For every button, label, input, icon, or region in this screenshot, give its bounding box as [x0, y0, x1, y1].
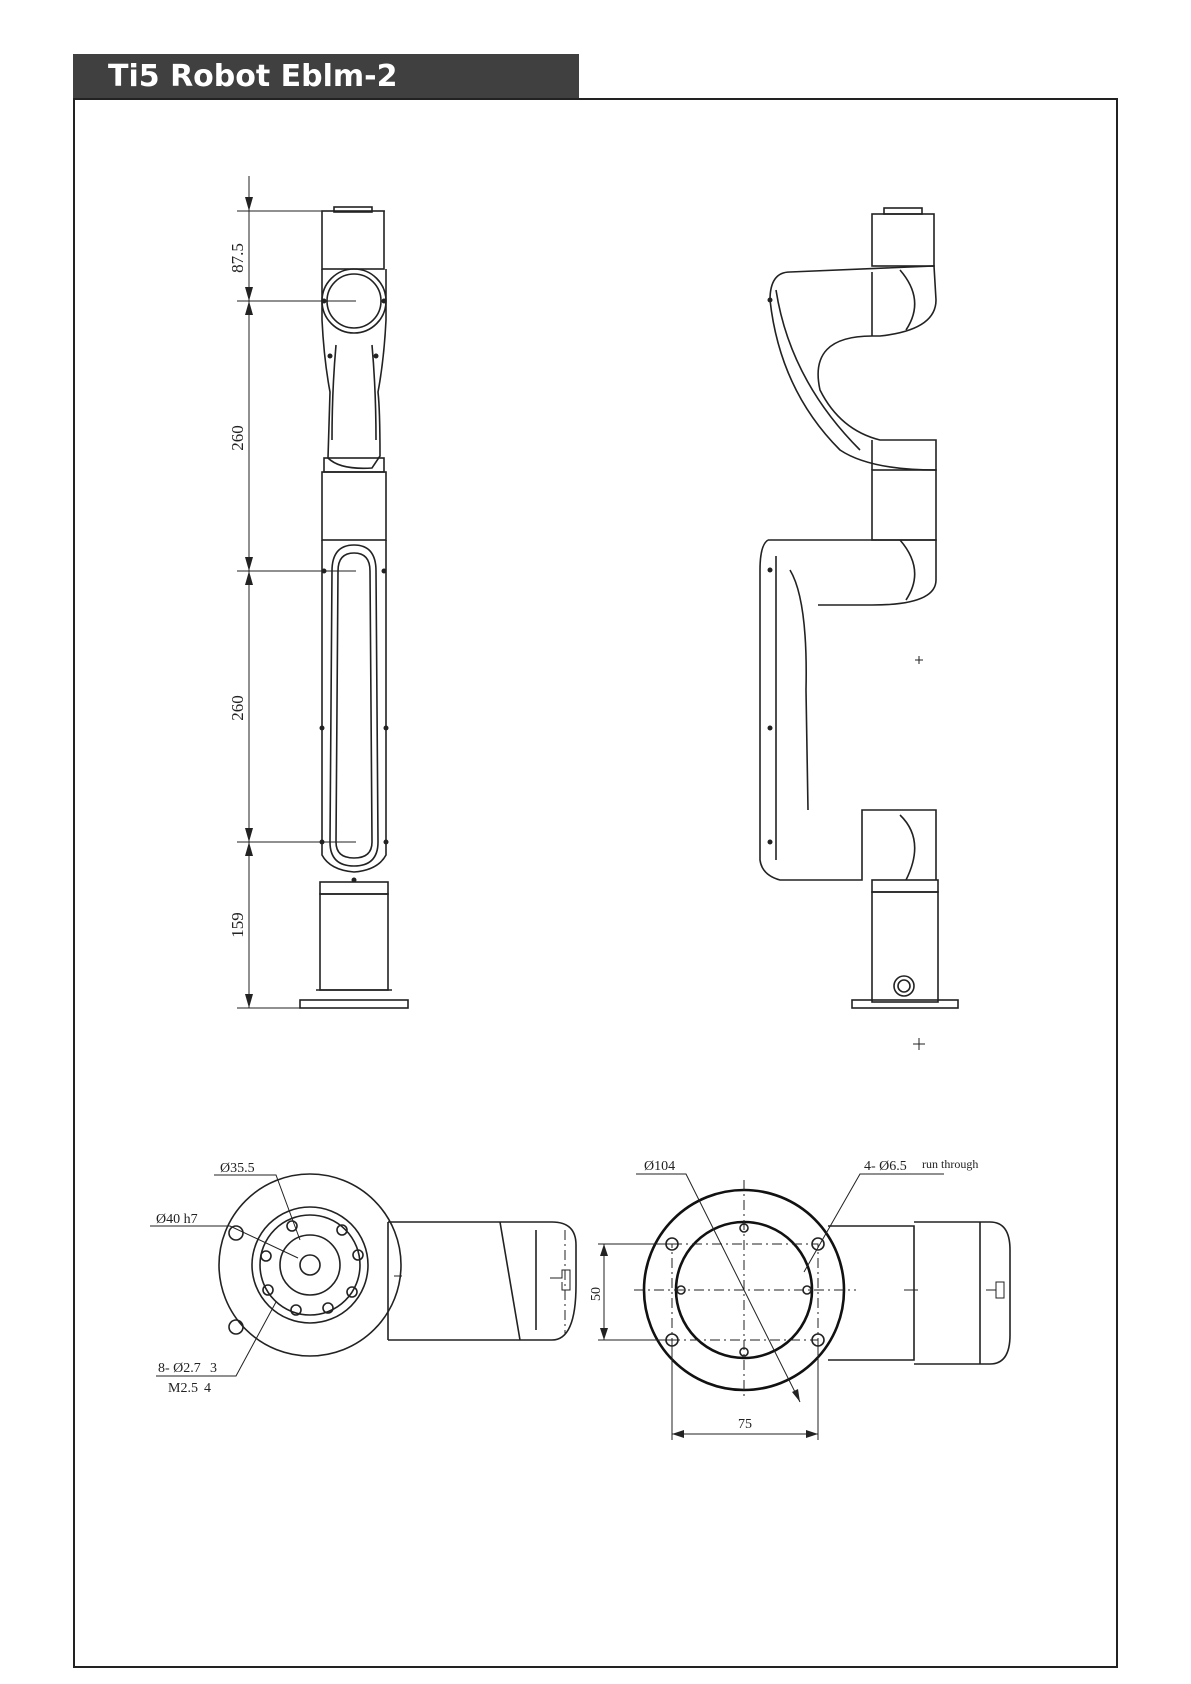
callout-holes-8: 8- Ø2.7	[158, 1361, 201, 1376]
side-view	[759, 207, 959, 1050]
flange-view: Ø35.5 Ø40 h7 8- Ø2.7 3 M2.5 4	[150, 1161, 577, 1396]
callout-4-holes: 4- Ø6.5	[864, 1159, 907, 1174]
callout-d40-h7: Ø40 h7	[156, 1212, 198, 1227]
dim-50: 50	[589, 1287, 604, 1301]
callout-m2-5-depth: 4	[204, 1381, 211, 1396]
dim-260-lower: 260	[228, 695, 247, 721]
callout-m2-5: M2.5	[168, 1381, 198, 1396]
dim-159: 159	[228, 912, 247, 938]
dim-260-upper: 260	[228, 425, 247, 451]
dim-75: 75	[738, 1417, 752, 1432]
callout-run-through: run through	[922, 1157, 978, 1171]
base-view: 50 75 Ø104 4- Ø6.5 run through	[589, 1157, 1011, 1440]
drawing-frame	[73, 98, 1118, 1668]
callout-d35-5: Ø35.5	[220, 1161, 255, 1176]
callout-d104: Ø104	[644, 1159, 675, 1174]
front-view: 87.5 260 260 159	[228, 176, 409, 1009]
dim-87-5: 87.5	[228, 243, 247, 273]
page-title: Ti5 Robot Eblm-2	[73, 54, 579, 99]
callout-holes-8-depth: 3	[210, 1361, 217, 1376]
